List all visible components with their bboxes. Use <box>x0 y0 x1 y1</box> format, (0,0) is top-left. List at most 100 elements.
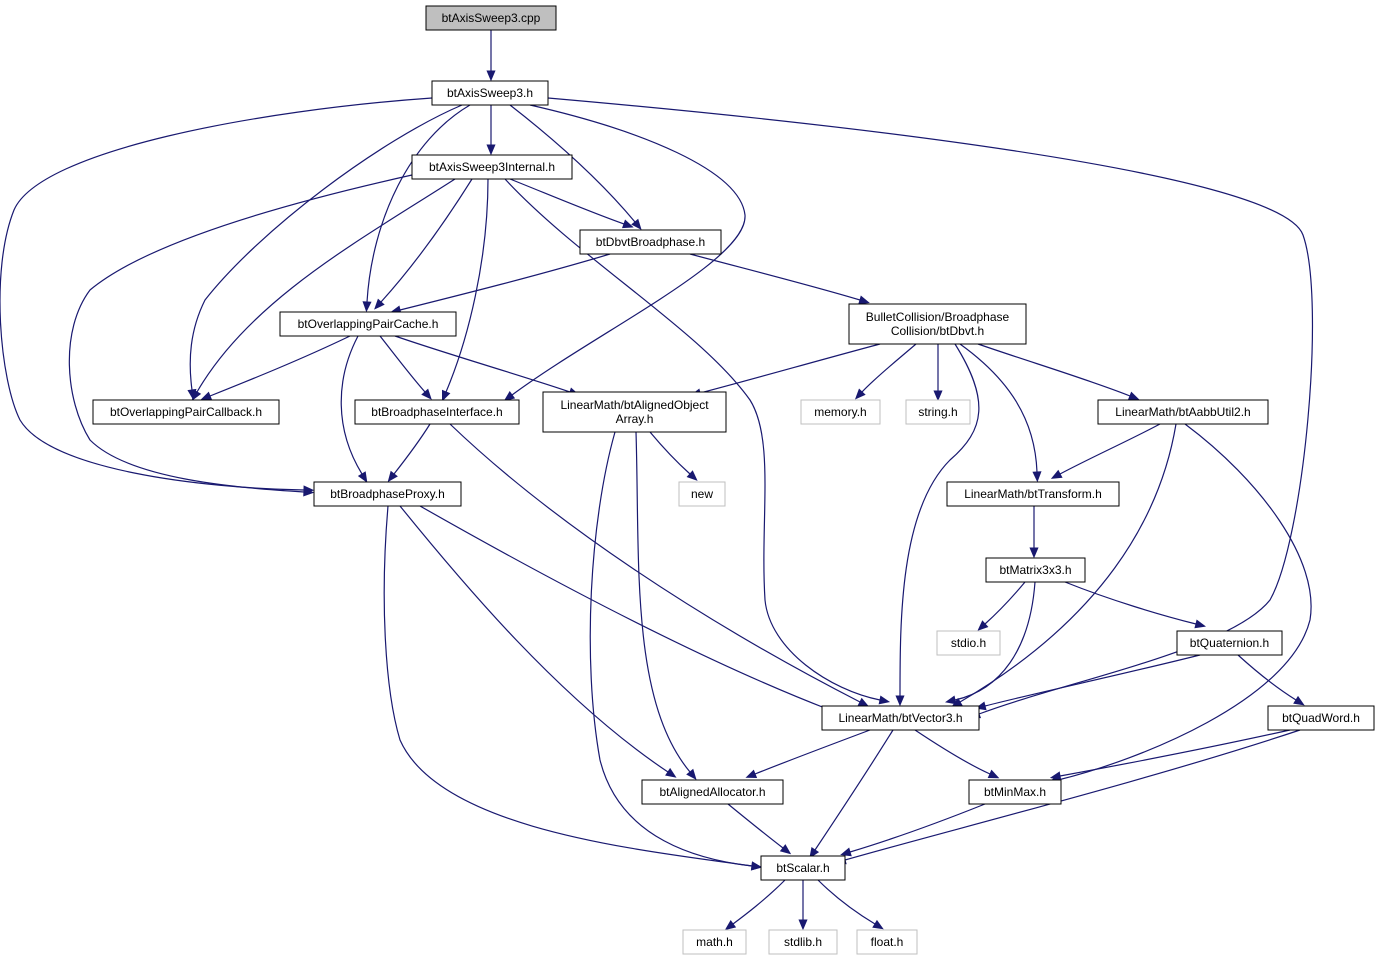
node-internal[interactable]: btAxisSweep3Internal.h <box>411 154 573 180</box>
node-label: btOverlappingPairCache.h <box>298 317 439 331</box>
node-stdio[interactable]: stdio.h <box>936 630 1001 656</box>
edge-sweep3h-to-bpi <box>503 104 746 402</box>
edge-scalar-to-stdlib <box>798 880 808 931</box>
node-vector[interactable]: LinearMath/btVector3.h <box>821 705 980 731</box>
edge-line <box>509 104 636 223</box>
node-box <box>354 399 520 425</box>
node-label: LinearMath/btAlignedObject <box>560 398 709 412</box>
arrowhead-icon <box>745 769 758 779</box>
node-label: stdio.h <box>951 636 986 650</box>
arrowhead-icon <box>665 767 677 778</box>
edge-line <box>383 505 753 867</box>
node-math[interactable]: math.h <box>682 929 747 955</box>
node-bpproxy[interactable]: btBroadphaseProxy.h <box>313 481 462 507</box>
node-dbvtbp[interactable]: btDbvtBroadphase.h <box>579 229 722 255</box>
node-aabb[interactable]: LinearMath/btAabbUtil2.h <box>1097 399 1269 425</box>
node-label: btBroadphaseProxy.h <box>330 487 445 501</box>
node-label: btBroadphaseInterface.h <box>371 405 502 419</box>
node-string[interactable]: string.h <box>905 399 971 425</box>
edge-internal-to-opcb <box>191 178 456 401</box>
edge-matrix-to-stdio <box>977 581 1026 631</box>
node-float[interactable]: float.h <box>856 929 918 955</box>
node-label: btOverlappingPairCallback.h <box>110 405 262 419</box>
edge-scalar-to-float <box>817 879 884 930</box>
edge-line <box>196 178 456 393</box>
edge-line <box>689 253 861 301</box>
edge-matrix-to-vector <box>944 581 1036 705</box>
edge-quadword-to-minmax <box>1049 729 1291 781</box>
node-box <box>856 929 918 955</box>
node-scalar[interactable]: btScalar.h <box>760 855 846 881</box>
edge-dbvtbp-to-opc <box>390 253 611 315</box>
node-dbvt[interactable]: BulletCollision/BroadphaseCollision/btDb… <box>848 303 1027 345</box>
arrowhead-icon <box>303 487 315 497</box>
edge-line <box>419 505 831 711</box>
edge-alloc-to-scalar <box>727 803 792 855</box>
arrowhead-icon <box>779 844 792 855</box>
node-box <box>1097 399 1269 425</box>
node-memory[interactable]: memory.h <box>800 399 881 425</box>
node-transform[interactable]: LinearMath/btTransform.h <box>946 481 1120 507</box>
edge-line <box>445 178 489 393</box>
edge-line <box>0 97 433 491</box>
arrowhead-icon <box>1127 391 1140 401</box>
node-box <box>968 779 1062 805</box>
node-box <box>946 481 1120 507</box>
arrowhead-icon <box>622 219 634 229</box>
edge-opc-to-aoa <box>394 335 580 397</box>
arrowhead-icon <box>977 620 989 631</box>
node-opc[interactable]: btOverlappingPairCache.h <box>279 311 457 337</box>
node-stdlib[interactable]: stdlib.h <box>768 929 838 955</box>
arrowhead-icon <box>631 218 642 230</box>
node-quat[interactable]: btQuaternion.h <box>1176 630 1283 656</box>
node-matrix[interactable]: btMatrix3x3.h <box>985 557 1086 583</box>
node-alloc[interactable]: btAlignedAllocator.h <box>641 779 784 805</box>
node-label: new <box>691 487 713 501</box>
arrowhead-icon <box>750 861 763 871</box>
arrowhead-icon <box>798 919 808 931</box>
edge-internal-to-dbvtbp <box>509 178 634 229</box>
edge-line <box>209 335 351 397</box>
arrowhead-icon <box>878 695 891 705</box>
arrowhead-icon <box>374 298 385 310</box>
node-box <box>92 399 280 425</box>
edge-opc-to-opcb <box>200 335 351 401</box>
node-label: stdlib.h <box>784 935 822 949</box>
node-box <box>985 557 1086 583</box>
edge-matrix-to-quat <box>1064 581 1206 629</box>
edge-bpproxy-to-scalar <box>383 505 763 871</box>
node-label: LinearMath/btAabbUtil2.h <box>1115 405 1250 419</box>
edge-aabb-to-transform <box>1050 423 1161 479</box>
node-root[interactable]: btAxisSweep3.cpp <box>425 5 557 31</box>
arrowhead-icon <box>872 919 884 930</box>
node-box <box>579 229 722 255</box>
node-opcb[interactable]: btOverlappingPairCallback.h <box>92 399 280 425</box>
node-label: Collision/btDbvt.h <box>891 324 984 338</box>
node-label: math.h <box>696 935 733 949</box>
edge-line <box>366 104 471 303</box>
node-label: btMinMax.h <box>984 785 1046 799</box>
edge-internal-to-bpi <box>441 178 489 402</box>
arrowhead-icon <box>1050 469 1063 479</box>
edge-line <box>727 803 784 849</box>
node-bpi[interactable]: btBroadphaseInterface.h <box>354 399 520 425</box>
edge-minmax-to-scalar <box>840 803 986 857</box>
node-box <box>905 399 971 425</box>
node-box <box>848 303 1027 345</box>
node-box <box>1267 705 1375 731</box>
edge-line <box>959 423 1177 703</box>
edge-line <box>511 104 746 396</box>
edge-vector-to-minmax <box>914 729 1000 779</box>
node-sweep3h[interactable]: btAxisSweep3.h <box>431 80 549 106</box>
edge-line <box>959 343 1038 473</box>
node-new[interactable]: new <box>678 481 726 507</box>
edge-line <box>589 431 753 867</box>
arrowhead-icon <box>1293 695 1305 706</box>
node-label: btAxisSweep3.cpp <box>442 11 541 25</box>
node-minmax[interactable]: btMinMax.h <box>968 779 1062 805</box>
edge-dbvt-to-memory <box>854 343 917 400</box>
arrowhead-icon <box>895 695 905 707</box>
node-quadword[interactable]: btQuadWord.h <box>1267 705 1375 731</box>
node-box <box>313 481 462 507</box>
